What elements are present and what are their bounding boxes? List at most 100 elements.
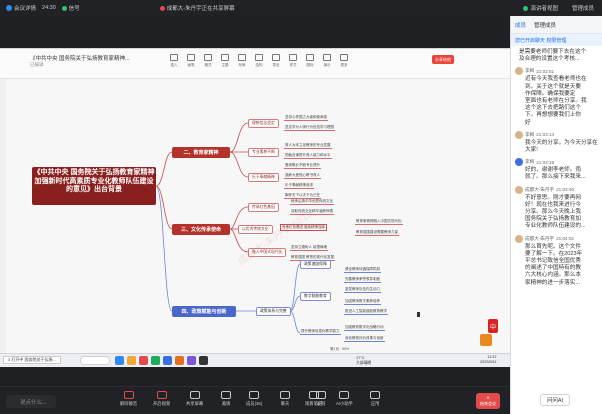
tool-pen[interactable]: 画笔: [187, 54, 195, 68]
app-icon[interactable]: [175, 356, 184, 365]
record-button[interactable]: 录制: [316, 391, 326, 407]
tab-manage[interactable]: 管理成员: [534, 22, 557, 29]
manage-members-button[interactable]: 管理成员: [572, 4, 594, 12]
tool-style[interactable]: 样式: [289, 54, 297, 68]
leaf[interactable]: 加强教育数字化战略行动: [344, 325, 385, 331]
node-tradition[interactable]: 以优秀传统文化: [238, 225, 273, 234]
node-dedication[interactable]: 乐于奉献精神: [248, 173, 279, 182]
leaf[interactable]: 提升教师信息化教学能力: [300, 329, 341, 335]
leaf[interactable]: 勤勉自律提升育人能力和水平: [284, 153, 332, 159]
leaf[interactable]: 完善教师荣誉表彰制度: [344, 277, 381, 283]
leaf[interactable]: 激发教师队伍内生动力: [344, 287, 381, 293]
members-icon: [249, 391, 260, 399]
ai-assistant-button[interactable]: AI小助手: [336, 391, 353, 407]
app-icon[interactable]: [187, 356, 196, 365]
branch-education-spirit[interactable]: 二、教育家精神: [172, 147, 230, 158]
notes-button[interactable]: 观看笔记: [305, 391, 322, 407]
leaf[interactable]: 坚持立德树人 培根铸魂: [290, 245, 328, 251]
leaf[interactable]: 教育强国建设需要教师力量: [355, 230, 399, 236]
avatar[interactable]: [515, 158, 523, 167]
chat-button[interactable]: 聊天: [280, 391, 290, 407]
apps-button[interactable]: 应用: [370, 391, 380, 407]
chat-message[interactable]: 是需要老师们要下去在这个 及合理的设置这个考核...: [511, 46, 602, 65]
speaker-view-button[interactable]: 演讲者视图: [523, 4, 558, 12]
tool-layout[interactable]: 布局: [238, 54, 246, 68]
chat-panel: 成员 管理成员 您已开启聊天 权限管理 是需要老师们要下去在这个 及合理的设置这…: [510, 16, 602, 414]
chat-permission-notice[interactable]: 您已开启聊天 权限管理: [511, 34, 602, 46]
chat-quick-input[interactable]: 说点什么...: [6, 395, 56, 408]
app-icon[interactable]: [115, 356, 124, 365]
leaf[interactable]: 推进人工智能赋能教育教学: [344, 309, 388, 315]
leaf[interactable]: 乐于奉献精神追求: [284, 183, 314, 189]
leaf[interactable]: 健全教师待遇保障机制: [344, 267, 381, 273]
leaf[interactable]: 涵养大爱恒心教书育人: [284, 173, 321, 179]
tool-icons[interactable]: 图标: [306, 54, 314, 68]
format-icon: [204, 54, 212, 61]
app-icon[interactable]: [199, 356, 208, 365]
tool-format[interactable]: 格式: [204, 54, 212, 68]
node-policy-system[interactable]: 政策体系与完善: [256, 307, 291, 316]
node-modernization[interactable]: 融入中国式现代化: [248, 248, 287, 257]
start-video-button[interactable]: 开启视频: [153, 391, 170, 407]
node-professional[interactable]: 专业素养不断: [248, 148, 279, 157]
leaf[interactable]: 坚持心怀国之大者和使命感: [284, 115, 328, 121]
tool-structure[interactable]: 结构: [255, 54, 263, 68]
tool-insert[interactable]: 插入: [170, 54, 178, 68]
mindmap-root[interactable]: 《中共中央 国务院关于弘扬教育家精神 加强新时代高素质专业化教师队伍建设的意见》…: [32, 167, 156, 205]
invite-button[interactable]: 邀请: [221, 391, 231, 407]
leaf[interactable]: 爱岗敬业不断专业提升: [284, 163, 321, 169]
avatar[interactable]: [515, 130, 523, 139]
tool-theme[interactable]: 主题: [221, 54, 229, 68]
share-status: 成都大-朱丹宇正在共享屏幕: [159, 4, 235, 12]
wechat-icon[interactable]: [151, 356, 160, 365]
unmute-button[interactable]: 解除静音: [120, 391, 137, 407]
meeting-info[interactable]: 会议详情: [6, 4, 36, 12]
leaf[interactable]: 坚定学为人师行为世范学习理想: [284, 125, 335, 131]
tool-more[interactable]: 更多: [340, 54, 348, 68]
browser-icon[interactable]: [163, 356, 172, 365]
leaf[interactable]: 深化教育评价改革与创新: [344, 336, 385, 342]
taskbar-window[interactable]: 3 打开中 国务院关于弘扬...: [3, 356, 61, 364]
branch-culture[interactable]: 三、文化传承使命: [172, 224, 230, 235]
taskbar-clock[interactable]: 11:37 2023/9/11: [480, 355, 497, 364]
signal-indicator[interactable]: 信号: [61, 4, 80, 12]
ask-ai-button[interactable]: 问问AI: [540, 394, 570, 406]
leaf[interactable]: 继承弘扬中华优秀传统文化: [290, 199, 334, 205]
node-red-gene[interactable]: 传承红色基因: [248, 203, 279, 212]
node-policy-incentive[interactable]: 政策激励保障: [300, 260, 331, 269]
avatar[interactable]: [515, 234, 523, 243]
tool-export[interactable]: 导出: [272, 54, 280, 68]
folder-icon[interactable]: [127, 356, 136, 365]
leaf[interactable]: 胸怀天下以天下为己任: [284, 193, 321, 199]
avatar[interactable]: [515, 185, 523, 194]
tab-members[interactable]: 成员: [515, 22, 527, 29]
wps-icon[interactable]: [139, 356, 148, 365]
message-text: 好的，谢谢李老师。雨 就了。那么接下来我来...: [525, 167, 586, 181]
node-digital[interactable]: 数字赋能教育: [300, 292, 331, 301]
tool-present[interactable]: 演示: [323, 54, 331, 68]
leaf[interactable]: 教育家精神融入中国式现代化: [355, 219, 403, 225]
branch-policy[interactable]: 四、政策赋能与创新: [172, 306, 236, 317]
leaf[interactable]: 汲取传统文化精华涵养师德: [290, 209, 334, 215]
node-ideal[interactable]: 理想信念坚定: [248, 119, 279, 128]
leaf-highlighted[interactable]: 传承红色基因 赓续精神血脉: [280, 224, 327, 231]
end-meeting-button[interactable]: ✕ 结束会议: [476, 393, 500, 409]
leaf[interactable]: 加强教师数字素养培养: [344, 299, 381, 305]
share-screen-button[interactable]: 共享屏幕: [186, 391, 203, 407]
share-button[interactable]: 分享给他: [432, 55, 454, 64]
flag-sticker-icon: [480, 334, 492, 346]
taskbar-search[interactable]: [80, 356, 110, 365]
message-time: 21:02:51: [536, 68, 555, 74]
message-text: 近有今天我查看老师也在 到。关于这个就是天要 作保障。确保我要定 室面也有老师在…: [525, 76, 587, 126]
leaf[interactable]: 育人为本立足教师的专业发展: [284, 143, 332, 149]
members-button[interactable]: 成员(36): [246, 391, 262, 407]
avatar[interactable]: [515, 67, 523, 76]
zoom-level[interactable]: 90%: [342, 347, 350, 351]
weather-widget[interactable]: 17°C 大部晴朗: [356, 356, 372, 365]
meeting-detail-label[interactable]: 会议详情: [14, 6, 37, 12]
